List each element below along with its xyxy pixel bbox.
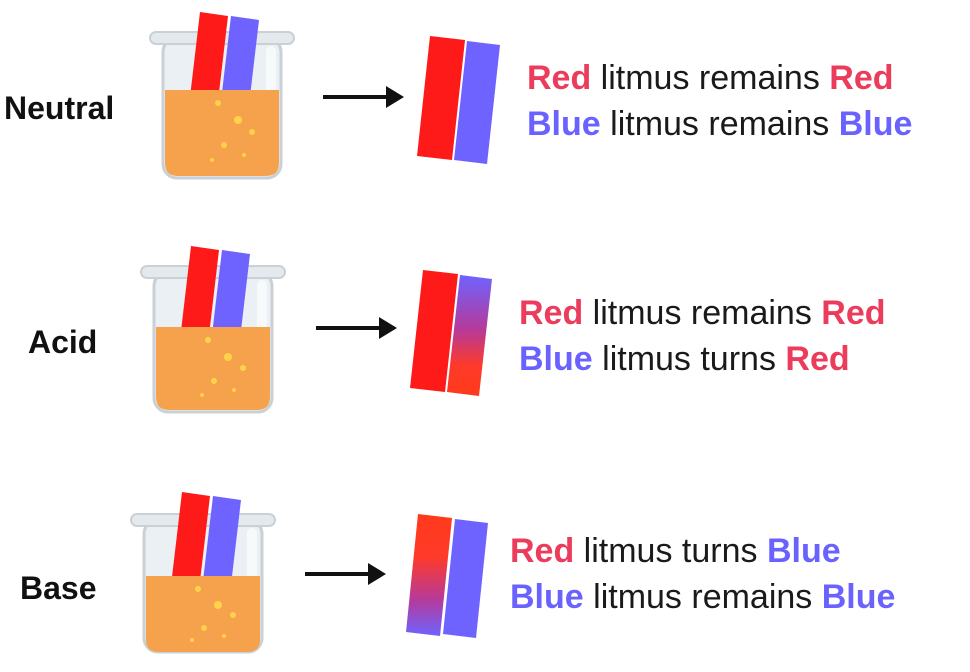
result-red-strip [417, 36, 465, 160]
arrow-icon [323, 86, 404, 108]
result-blue-to-red-strip [447, 275, 492, 396]
result-line-2: Blue litmus remains Blue [527, 105, 913, 143]
row-neutral: Neutral Red litmus remains Red Blue litm… [0, 0, 970, 200]
result-red-strip [410, 270, 458, 392]
result-line-1: Red litmus turns Blue [510, 532, 841, 570]
solution-label-neutral: Neutral [4, 90, 115, 126]
result-strips-base [406, 514, 488, 638]
beaker-acid [140, 246, 286, 414]
immersed-red-strip [170, 492, 210, 598]
solution-label-base: Base [20, 570, 97, 606]
result-text-base: Red litmus turns Blue Blue litmus remain… [510, 528, 895, 620]
result-red-to-blue-strip [406, 514, 452, 636]
result-text-acid: Red litmus remains Red Blue litmus turns… [519, 290, 886, 382]
beaker-neutral [149, 12, 295, 180]
liquid [165, 90, 279, 176]
liquid [156, 327, 270, 410]
result-line-2: Blue litmus remains Blue [510, 578, 896, 616]
result-strips-neutral [417, 36, 500, 164]
result-blue-strip [443, 519, 488, 638]
immersed-blue-strip [201, 496, 241, 602]
beaker-base [130, 492, 276, 654]
result-line-1: Red litmus remains Red [527, 59, 894, 97]
row-acid: Acid Red litmus remains [0, 232, 970, 432]
result-line-2: Blue litmus turns Red [519, 340, 850, 378]
result-strips-acid [410, 270, 492, 396]
row-base: Base Red litmus turns Bl [0, 472, 970, 672]
result-text-neutral: Red litmus remains Red Blue litmus remai… [527, 55, 912, 147]
solution-label-acid: Acid [28, 324, 98, 360]
result-blue-strip [454, 41, 500, 164]
arrow-icon [305, 563, 386, 585]
arrow-icon [316, 317, 397, 339]
immersed-red-strip [179, 246, 219, 352]
result-line-1: Red litmus remains Red [519, 294, 886, 332]
liquid [146, 576, 260, 652]
